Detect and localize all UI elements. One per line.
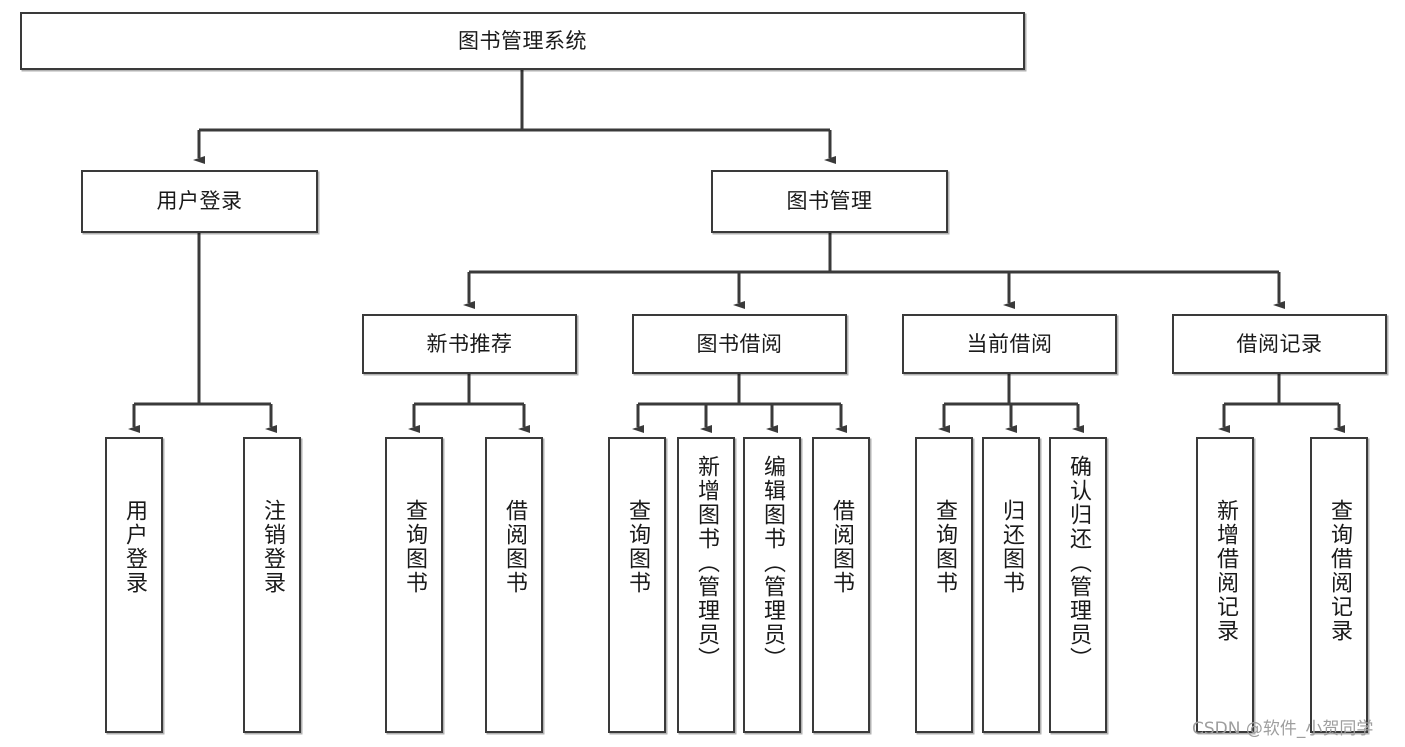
leaf-book-borrow-borrow-book[interactable]: 借阅图书 (812, 437, 870, 733)
node-label: 用户登录 (122, 499, 147, 595)
node-label: 新增借阅记录 (1213, 499, 1238, 643)
leaf-book-borrow-add-book-admin[interactable]: 新增图书（管理员） (677, 437, 735, 733)
leaf-book-borrow-edit-book-admin[interactable]: 编辑图书（管理员） (743, 437, 801, 733)
node-label: 注销登录 (260, 499, 285, 595)
csdn-watermark: CSDN @软件_小贺同学 (1192, 719, 1374, 739)
leaf-current-borrow-query-book[interactable]: 查询图书 (915, 437, 973, 733)
node-label: 当前借阅 (966, 331, 1053, 356)
leaf-user-login-logout[interactable]: 注销登录 (243, 437, 301, 733)
leaf-current-borrow-confirm-return-admin[interactable]: 确认归还（管理员） (1049, 437, 1107, 733)
leaf-current-borrow-return-book[interactable]: 归还图书 (982, 437, 1040, 733)
node-label: 借阅图书 (829, 499, 854, 595)
node-label: 新书推荐 (426, 331, 513, 356)
node-label: 查询图书 (932, 499, 957, 595)
node-book-borrowing[interactable]: 图书借阅 (632, 314, 847, 374)
node-label: 新增图书（管理员） (694, 455, 719, 671)
node-label: 确认归还（管理员） (1066, 455, 1091, 671)
node-new-book-recommendation[interactable]: 新书推荐 (362, 314, 577, 374)
node-label: 查询图书 (625, 499, 650, 595)
leaf-borrow-record-query-record[interactable]: 查询借阅记录 (1310, 437, 1368, 733)
node-label: 图书借阅 (696, 331, 783, 356)
node-user-login[interactable]: 用户登录 (81, 170, 318, 233)
node-label: 借阅图书 (502, 499, 527, 595)
leaf-new-book-query-book[interactable]: 查询图书 (385, 437, 443, 733)
leaf-book-borrow-query-book[interactable]: 查询图书 (608, 437, 666, 733)
node-label: 借阅记录 (1236, 331, 1323, 356)
leaf-new-book-borrow-book[interactable]: 借阅图书 (485, 437, 543, 733)
leaf-user-login-login[interactable]: 用户登录 (105, 437, 163, 733)
node-book-management[interactable]: 图书管理 (711, 170, 948, 233)
node-label: 查询图书 (402, 499, 427, 595)
leaf-borrow-record-add-record[interactable]: 新增借阅记录 (1196, 437, 1254, 733)
node-label: 图书管理系统 (458, 28, 587, 53)
node-label: 归还图书 (999, 499, 1024, 595)
node-borrowing-record[interactable]: 借阅记录 (1172, 314, 1387, 374)
node-label: 编辑图书（管理员） (760, 455, 785, 671)
node-current-borrowing[interactable]: 当前借阅 (902, 314, 1117, 374)
node-label: 用户登录 (156, 189, 243, 214)
node-label: 查询借阅记录 (1327, 499, 1352, 643)
node-root-book-management-system[interactable]: 图书管理系统 (20, 12, 1025, 70)
node-label: 图书管理 (786, 189, 873, 214)
